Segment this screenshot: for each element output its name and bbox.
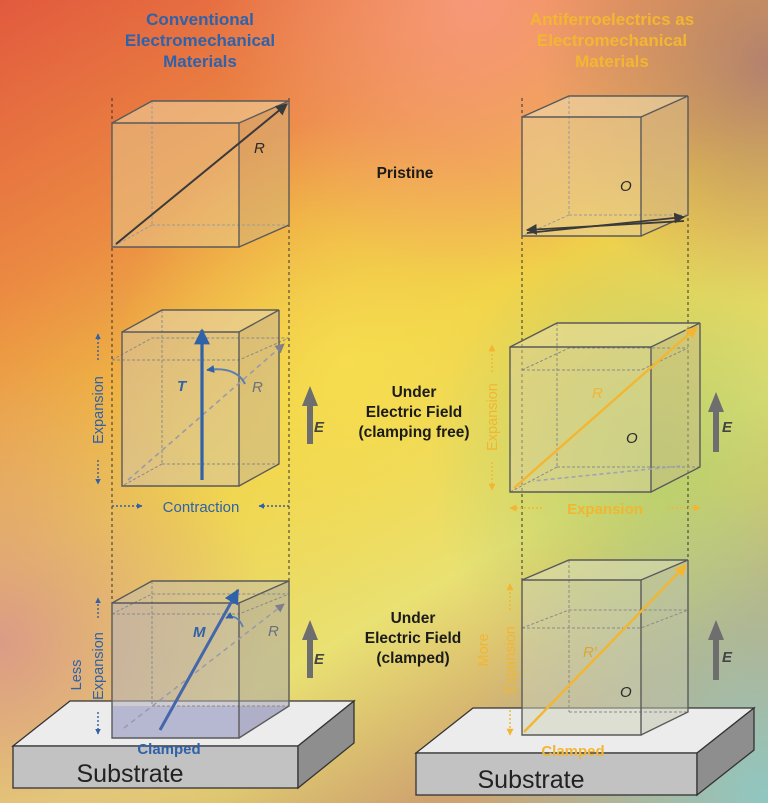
expansion-label: Expansion	[567, 501, 643, 518]
state-line: (clamped)	[376, 650, 450, 667]
ghost-arrow-R	[123, 603, 285, 729]
rotation-arrow	[206, 365, 246, 385]
label-M: M	[193, 624, 206, 641]
clamped-label: Clamped	[541, 743, 604, 760]
label-O: O	[620, 684, 632, 701]
label-E: E	[722, 649, 733, 666]
right-expansion-indicator: Expansion	[485, 344, 501, 491]
expansion-label: Expansion	[91, 632, 107, 700]
polarization-arrow-R	[115, 103, 288, 245]
state-line: Under	[391, 384, 437, 401]
state-label-pristine: Pristine	[315, 164, 495, 184]
ghost-arrow-R	[127, 343, 285, 481]
left-free-cube: T R	[111, 309, 290, 487]
label-R-prime: R′	[583, 644, 598, 661]
expansion-label: Expansion	[485, 383, 501, 451]
label-O: O	[620, 178, 632, 195]
antiferroelectric-header: Antiferroelectrics as Electromechanical …	[492, 9, 732, 72]
state-label-field-free: Under Electric Field (clamping free)	[324, 383, 504, 443]
less-expansion-indicator: Less Expansion	[69, 597, 107, 735]
expansion-label: Expansion	[503, 626, 519, 694]
expansion-label: Expansion	[91, 376, 107, 444]
substrate-label: Substrate	[76, 760, 183, 788]
right-free-cube: R O	[509, 322, 701, 493]
polarization-arrow-R	[513, 326, 698, 489]
more-label: More	[476, 633, 492, 666]
state-line: Electric Field	[364, 630, 462, 647]
label-E: E	[314, 419, 325, 436]
horizontal-expansion-indicator: Expansion	[509, 501, 701, 518]
field-arrow-right-free: E	[708, 392, 733, 452]
header-line: Electromechanical	[536, 31, 688, 50]
left-pristine-cube: R	[111, 100, 290, 248]
state-line: Pristine	[376, 165, 434, 182]
header-line: Antiferroelectrics as	[529, 10, 695, 29]
right-clamped-cube: R′ O Clamped	[521, 559, 689, 760]
clamped-label: Clamped	[137, 741, 200, 758]
conventional-header: Conventional Electromechanical Materials	[80, 9, 320, 72]
polarization-arrow-M	[158, 588, 240, 731]
more-expansion-indicator: More Expansion	[476, 583, 519, 736]
left-clamped-cube: M R Clamped	[111, 580, 290, 758]
label-O: O	[626, 430, 638, 447]
label-R: R	[268, 623, 279, 640]
header-line: Materials	[575, 52, 649, 71]
header-line: Conventional	[146, 10, 254, 29]
field-arrow-right-clamped: E	[708, 620, 733, 680]
state-line: (clamping free)	[358, 424, 470, 441]
substrate-label: Substrate	[477, 766, 584, 794]
contraction-label: Contraction	[163, 499, 240, 516]
header-line: Materials	[163, 52, 237, 71]
label-T: T	[177, 378, 188, 395]
label-R: R	[252, 379, 263, 396]
field-arrow-left-clamped: E	[302, 620, 325, 678]
header-line: Electromechanical	[124, 31, 276, 50]
state-line: Electric Field	[365, 404, 463, 421]
right-pristine-cube: O	[521, 95, 689, 237]
label-R: R	[592, 385, 603, 402]
field-arrow-left-free: E	[302, 386, 325, 444]
contraction-indicator: Contraction	[112, 499, 289, 516]
state-label-field-clamped: Under Electric Field (clamped)	[323, 609, 503, 669]
polarization-arrow-R-prime	[523, 564, 687, 733]
label-R: R	[254, 140, 265, 157]
label-E: E	[314, 651, 325, 668]
state-line: Under	[390, 610, 436, 627]
antiparallel-arrow-2	[525, 220, 685, 235]
less-label: Less	[69, 660, 85, 691]
left-expansion-indicator: Expansion	[91, 333, 107, 485]
label-E: E	[722, 419, 733, 436]
